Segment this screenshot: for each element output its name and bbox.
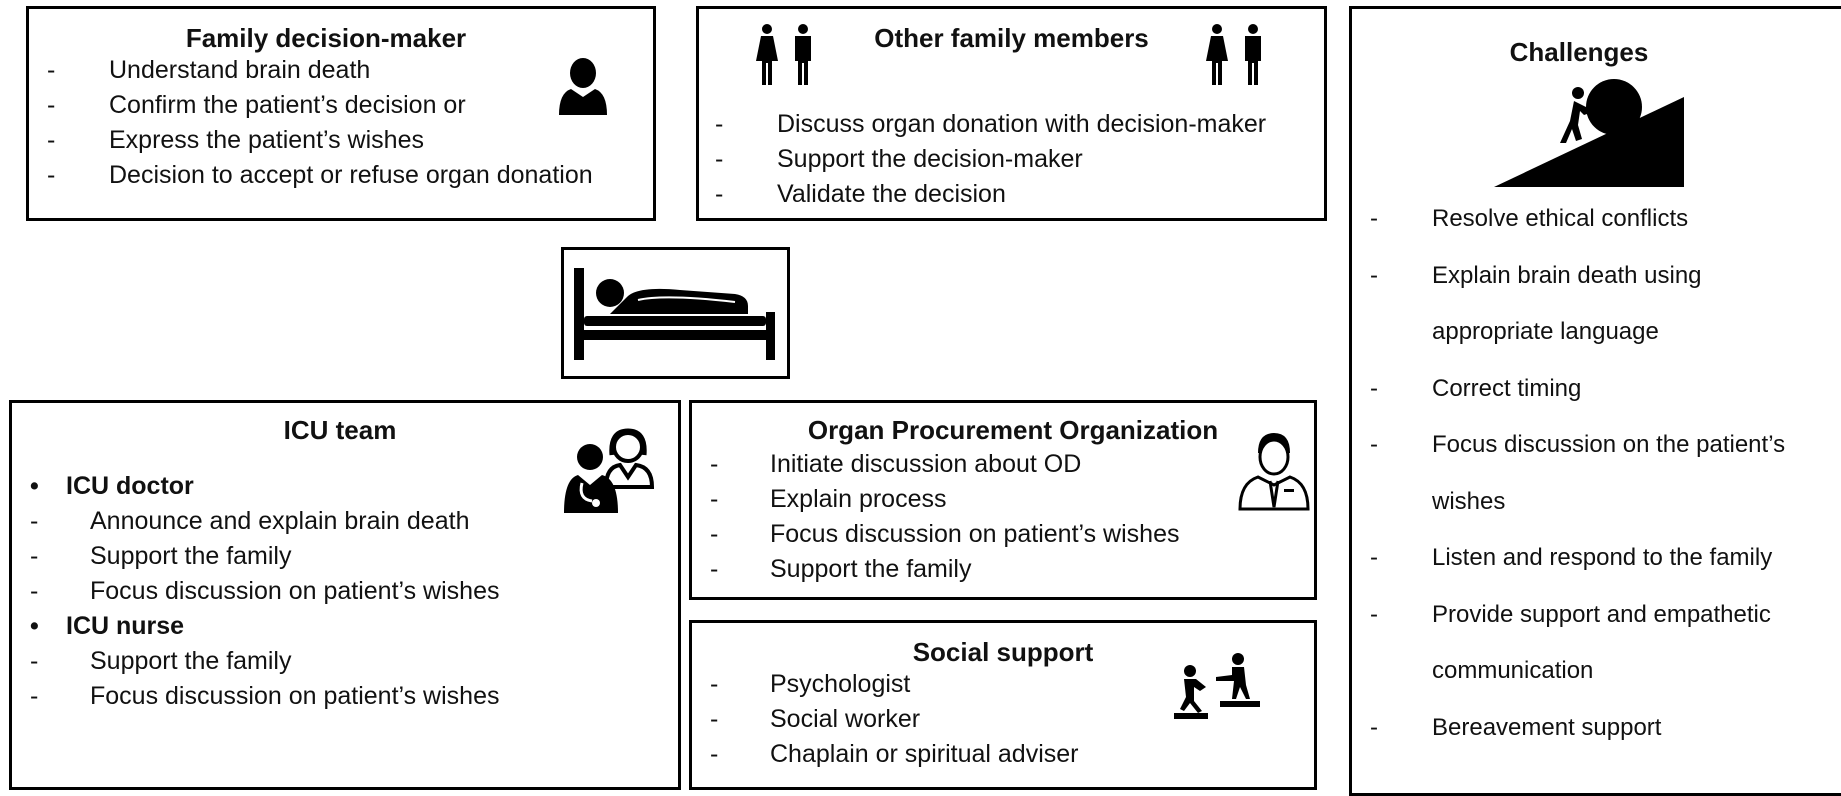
social-support-title: Social support (912, 637, 1094, 667)
opo-title: Organ Procurement Organization (807, 415, 1219, 445)
icu-team-box: ICU team •ICU doctor -Announce and expla… (9, 400, 681, 790)
coordinator-icon (1238, 433, 1310, 511)
family-couple-icon (1206, 24, 1261, 85)
doctor-nurse-icon (564, 428, 655, 513)
patient-box (561, 247, 790, 379)
person-icon (559, 58, 607, 115)
challenges-box: Challenges -Resolve ethical conflicts -E… (1349, 6, 1841, 796)
helping-hand-icon (1174, 653, 1260, 719)
hospital-bed-patient-icon (574, 268, 775, 360)
family-couple-icon (756, 24, 811, 85)
challenges-title: Challenges (1509, 37, 1649, 67)
family-decision-maker-title: Family decision-maker (185, 23, 467, 53)
opo-box: Organ Procurement Organization -Initiate… (689, 400, 1317, 600)
icu-team-title: ICU team (283, 415, 397, 445)
other-family-members-title: Other family members (874, 23, 1149, 53)
push-boulder-uphill-icon (1494, 79, 1684, 187)
family-decision-maker-box: Family decision-maker -Understand brain … (26, 6, 656, 221)
other-family-members-box: Other family members -Discuss organ dona… (696, 6, 1327, 221)
social-support-box: Social support -Psychologist -Social wor… (689, 620, 1317, 790)
